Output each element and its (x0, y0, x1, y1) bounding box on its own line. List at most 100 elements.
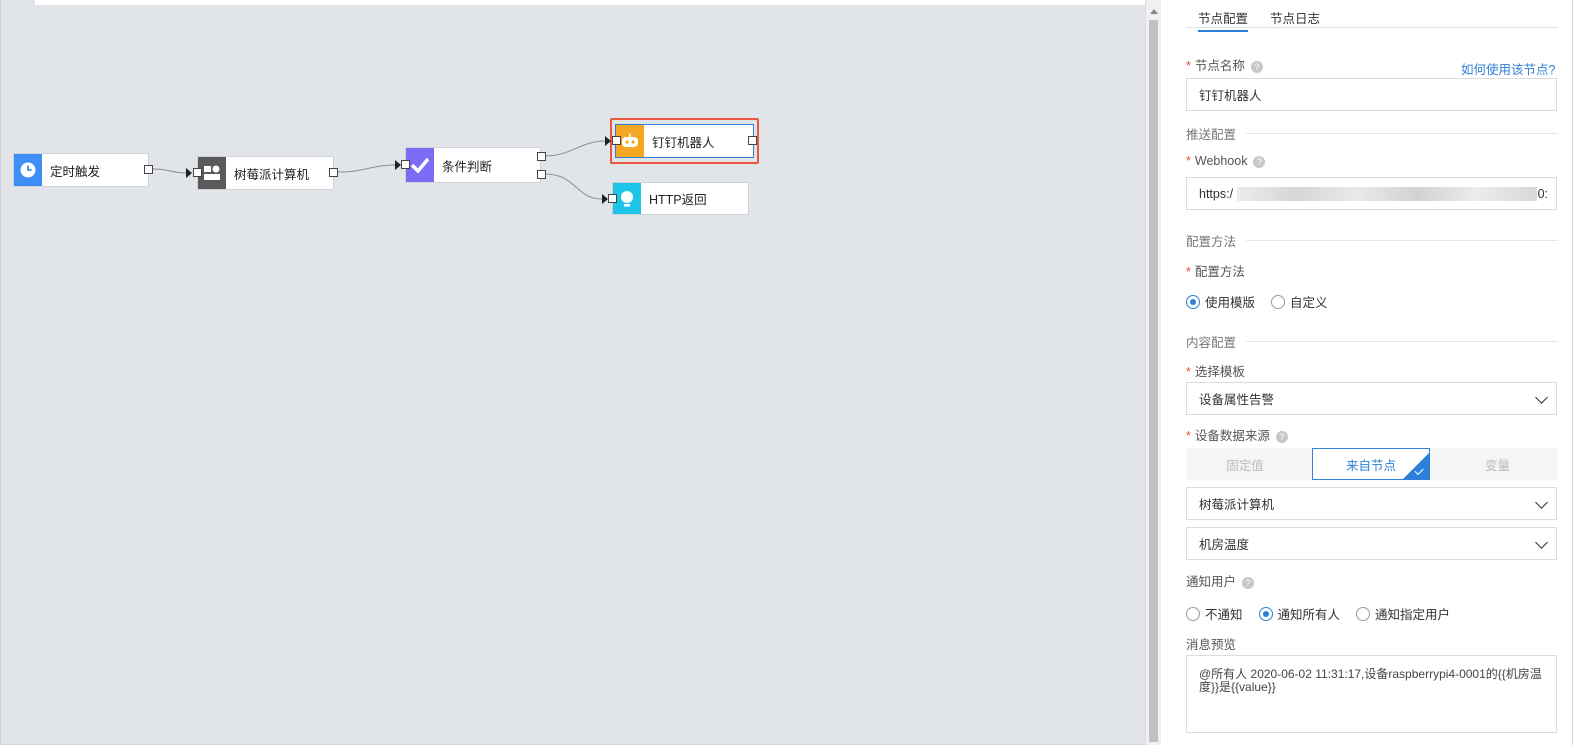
radio-circle[interactable] (1356, 606, 1371, 621)
notify-label: 通知用户? (1186, 571, 1255, 590)
radio-notify-all[interactable]: 通知所有人 (1258, 604, 1341, 623)
node-http-response[interactable]: HTTP返回 (612, 182, 749, 215)
how-to-use-link[interactable]: 如何使用该节点? (1461, 63, 1556, 77)
segment-variable[interactable]: 变量 (1484, 458, 1510, 473)
template-label-text: 选择模板 (1194, 365, 1245, 379)
output-port[interactable] (748, 136, 757, 145)
canvas-scrollbar[interactable] (1145, 0, 1161, 745)
output-port[interactable] (329, 168, 338, 177)
segment-label: 来自节点 (1345, 458, 1396, 473)
input-port[interactable] (401, 160, 410, 169)
method-radio-group: 使用模版 自定义 (1186, 292, 1344, 311)
radio-circle[interactable] (1271, 294, 1286, 309)
chevron-down-icon (1535, 391, 1548, 404)
node-label: HTTP返回 (649, 193, 707, 207)
section-title: 内容配置 (1186, 336, 1237, 350)
radio-label: 使用模版 (1205, 296, 1256, 310)
help-icon[interactable]: ? (1242, 576, 1255, 589)
segment-from-node[interactable]: 来自节点 (1312, 448, 1430, 480)
content-config-section: 内容配置 (1186, 332, 1558, 351)
source-property-select[interactable]: 机房温度 (1186, 527, 1557, 560)
input-port[interactable] (612, 136, 621, 145)
method-config-section: 配置方法 (1186, 231, 1558, 250)
edge-condition-to-dingtalk (544, 140, 606, 157)
scroll-up-arrow-icon[interactable] (1150, 9, 1158, 14)
method-label-text: 配置方法 (1194, 265, 1245, 279)
preview-label: 消息预览 (1186, 634, 1236, 653)
webhook-label-text: Webhook (1194, 154, 1248, 168)
template-label: *选择模板 (1186, 361, 1245, 380)
source-node-select[interactable]: 树莓派计算机 (1186, 487, 1557, 520)
radio-custom[interactable]: 自定义 (1271, 292, 1328, 311)
template-select[interactable]: 设备属性告警 (1186, 382, 1557, 415)
help-icon[interactable]: ? (1275, 430, 1288, 443)
chevron-down-icon (1535, 536, 1548, 549)
required-mark: * (1186, 154, 1191, 168)
radio-label: 自定义 (1290, 296, 1328, 310)
radio-use-template[interactable]: 使用模版 (1186, 292, 1255, 311)
flow-edges (152, 140, 606, 200)
selected-corner (1403, 453, 1429, 479)
source-property-value: 机房温度 (1199, 538, 1250, 552)
edge-raspberry-to-condition (337, 164, 396, 173)
scrollbar-thumb[interactable] (1149, 20, 1158, 742)
input-port[interactable] (193, 168, 202, 177)
help-icon[interactable]: ? (1253, 155, 1266, 168)
node-name-input[interactable]: 钉钉机器人 (1186, 78, 1557, 111)
node-raspberry-pi[interactable]: 树莓派计算机 (197, 156, 334, 190)
section-divider (1246, 341, 1558, 342)
output-port-false[interactable] (537, 170, 546, 179)
radio-label: 不通知 (1205, 608, 1243, 622)
template-value: 设备属性告警 (1199, 393, 1275, 407)
node-config-panel: 节点配置 节点日志 *节点名称? 如何使用该节点? 钉钉机器人 推送配置 *We… (1162, 0, 1573, 745)
node-timer-trigger[interactable]: 定时触发 (13, 153, 149, 187)
notify-radio-group: 不通知 通知所有人 通知指定用户 (1186, 604, 1466, 623)
node-label: 条件判断 (442, 159, 493, 174)
preview-label-text: 消息预览 (1186, 638, 1237, 652)
webhook-input[interactable]: https:/ 0: (1186, 177, 1557, 210)
required-mark: * (1186, 265, 1191, 279)
webhook-value-start: https:/ (1199, 186, 1234, 201)
radio-no-notify[interactable]: 不通知 (1186, 604, 1243, 623)
radio-circle-checked[interactable] (1186, 294, 1200, 309)
section-divider (1246, 133, 1558, 134)
redacted-url-blur (1237, 187, 1537, 201)
section-title: 配置方法 (1186, 235, 1237, 249)
method-label: *配置方法 (1186, 261, 1245, 280)
input-port[interactable] (608, 194, 617, 203)
required-mark: * (1186, 365, 1191, 379)
node-dingtalk-robot[interactable]: 钉钉机器人 (615, 124, 754, 158)
node-label: 钉钉机器人 (652, 135, 715, 150)
section-title: 推送配置 (1186, 128, 1237, 142)
clock-icon (14, 154, 42, 186)
message-preview-box[interactable]: @所有人 2020-06-02 11:31:17,设备raspberrypi4-… (1186, 655, 1557, 733)
node-condition[interactable]: 条件判断 (405, 147, 541, 183)
edge-timer-to-raspberry (152, 168, 187, 174)
radio-label: 通知指定用户 (1375, 608, 1451, 622)
input-arrow (186, 168, 192, 178)
required-mark: * (1186, 59, 1191, 73)
message-preview-text: @所有人 2020-06-02 11:31:17,设备raspberrypi4-… (1199, 667, 1542, 694)
radio-circle-checked[interactable] (1258, 606, 1273, 621)
node-label: 树莓派计算机 (234, 167, 310, 182)
data-source-label-text: 设备数据来源 (1194, 429, 1270, 443)
edge-condition-to-http (544, 173, 603, 200)
bulb-icon (613, 183, 641, 214)
data-source-segmented: 固定值 来自节点 变量 (1186, 448, 1557, 480)
output-port-true[interactable] (537, 152, 546, 161)
output-port[interactable] (144, 165, 153, 174)
webhook-label: *Webhook? (1186, 154, 1266, 168)
tab-node-config[interactable]: 节点配置 (1198, 8, 1249, 32)
radio-circle[interactable] (1186, 606, 1200, 621)
radio-label: 通知所有人 (1277, 608, 1341, 622)
node-name-value: 钉钉机器人 (1199, 89, 1262, 103)
node-name-label-text: 节点名称 (1194, 59, 1245, 73)
node-label: 定时触发 (50, 164, 101, 179)
segment-fixed-value[interactable]: 固定值 (1226, 458, 1264, 473)
chevron-down-icon (1535, 496, 1548, 509)
help-icon[interactable]: ? (1250, 60, 1263, 73)
node-name-label: *节点名称? (1186, 55, 1263, 74)
tab-node-log[interactable]: 节点日志 (1270, 12, 1321, 26)
radio-notify-specific[interactable]: 通知指定用户 (1356, 604, 1450, 623)
flow-canvas[interactable]: 定时触发 树莓派计算机 条件判断 钉钉机器人 HTTP返回 (0, 0, 1146, 745)
